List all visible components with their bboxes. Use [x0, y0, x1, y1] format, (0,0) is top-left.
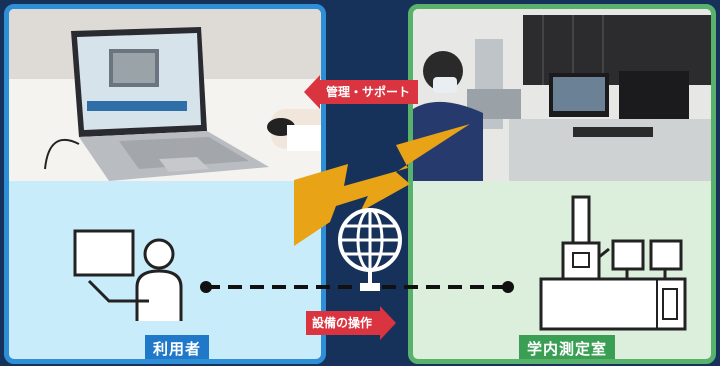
electron-microscope-icon: [539, 195, 687, 331]
arrow-left-icon: [304, 75, 320, 109]
globe-icon: [338, 208, 402, 291]
lab-photo: [413, 9, 711, 181]
arrow-right-icon: [380, 306, 397, 340]
operation-arrow: 設備の操作: [306, 306, 397, 340]
lab-panel: 学内測定室: [408, 4, 716, 364]
user-label: 利用者: [145, 335, 210, 359]
management-arrow: 管理・サポート: [304, 75, 419, 109]
operation-label: 設備の操作: [306, 311, 381, 335]
management-label: 管理・サポート: [320, 80, 419, 104]
user-at-monitor-icon: [73, 229, 183, 321]
lab-label: 学内測定室: [519, 335, 616, 359]
user-panel: 利用者: [4, 4, 326, 364]
user-photo: [9, 9, 321, 181]
lightning-bolt-icon: [294, 124, 470, 246]
